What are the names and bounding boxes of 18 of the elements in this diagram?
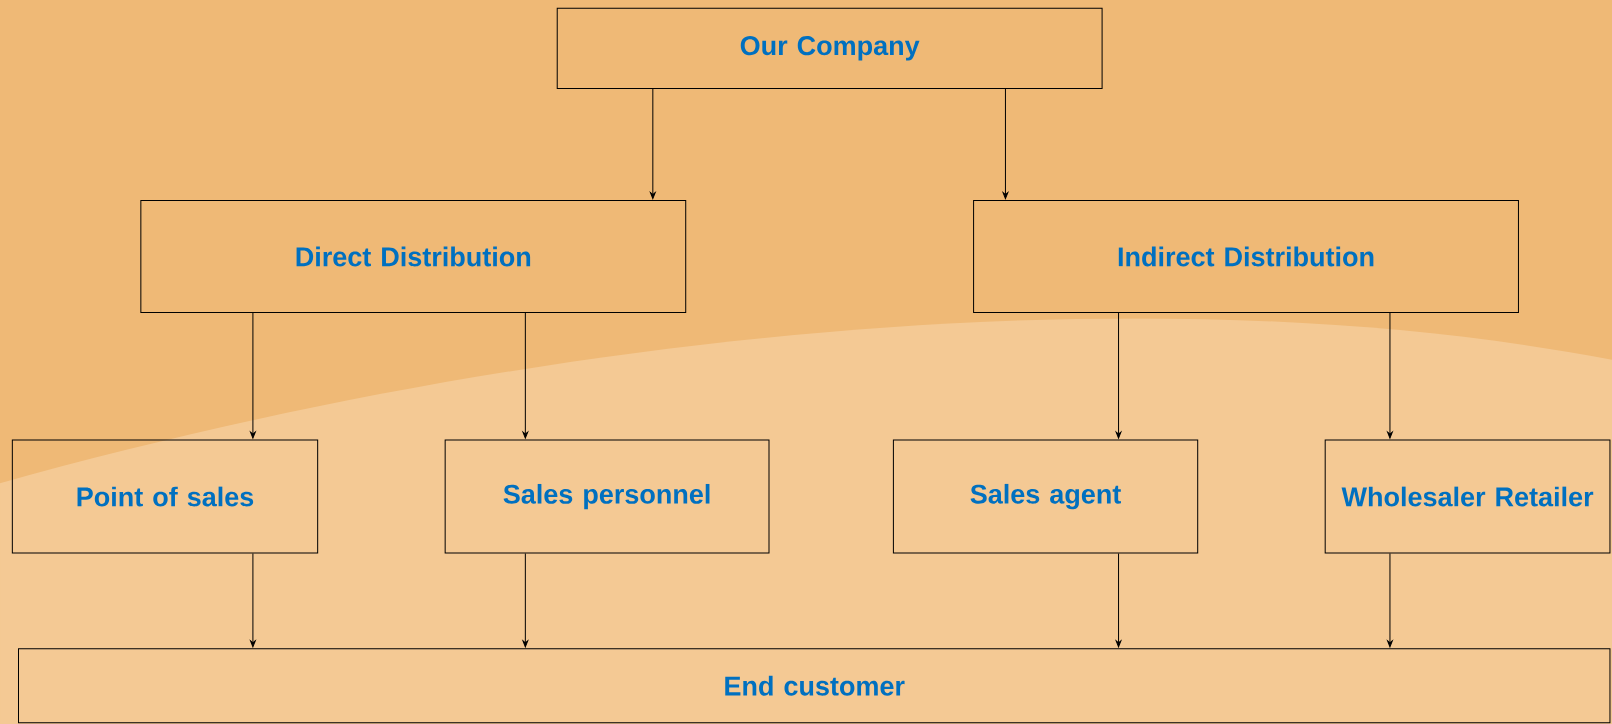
arrow <box>250 312 256 439</box>
process-box: Wholesaler Retailer <box>1324 439 1611 554</box>
arrow <box>649 88 656 200</box>
arrow <box>522 312 529 439</box>
process-box: Point of sales <box>11 439 319 554</box>
arrow <box>522 553 529 648</box>
process-box: Indirect Distribution <box>973 200 1519 314</box>
process-box: End customer <box>18 648 1611 724</box>
arrow <box>1115 553 1122 648</box>
arrow <box>1002 88 1009 200</box>
process-box: Sales agent <box>892 439 1199 554</box>
arrow <box>1115 312 1122 439</box>
process-box: Sales personnel <box>444 439 770 554</box>
arrow <box>1387 553 1393 648</box>
process-box: Our Company <box>556 7 1103 89</box>
arrow <box>250 553 256 648</box>
process-box: Direct Distribution <box>140 200 687 314</box>
arrow <box>1387 312 1393 439</box>
